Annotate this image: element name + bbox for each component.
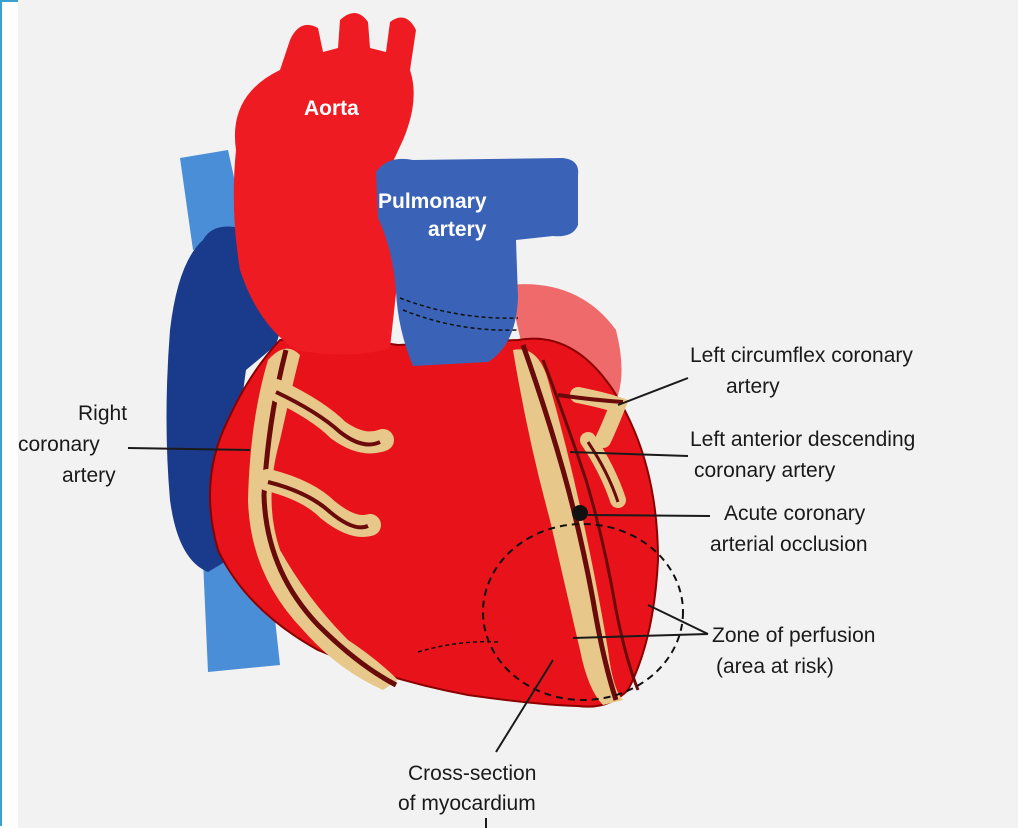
label-pulmonary-artery-line1: Pulmonary <box>378 190 487 213</box>
label-lad-line2: coronary artery <box>694 459 836 482</box>
label-perfusion-line2: (area at risk) <box>716 655 834 678</box>
label-rca-line2: coronary <box>18 433 100 456</box>
label-perfusion-line1: Zone of perfusion <box>712 624 875 647</box>
label-cross-section-line2: of myocardium <box>398 792 536 815</box>
label-lad-line1: Left anterior descending <box>690 428 915 451</box>
label-rca-line1: Right <box>78 402 127 425</box>
label-pulmonary-artery-line2: artery <box>428 218 487 241</box>
heart-diagram: Aorta Pulmonary artery Right coronary ar… <box>18 0 1018 828</box>
label-lcx-line1: Left circumflex coronary <box>690 344 913 367</box>
label-aorta: Aorta <box>304 97 359 120</box>
leader-lcx <box>618 378 688 405</box>
occlusion-mark <box>572 505 588 521</box>
label-occlusion-line1: Acute coronary <box>724 502 866 525</box>
label-rca-line3: artery <box>62 464 116 487</box>
label-cross-section-line1: Cross-section <box>408 762 536 785</box>
leader-occlusion <box>588 515 710 516</box>
leader-perfusion-2 <box>648 605 708 634</box>
label-occlusion-line2: arterial occlusion <box>710 533 868 556</box>
heart-diagram-canvas: Aorta Pulmonary artery Right coronary ar… <box>18 0 1018 828</box>
label-lcx-line2: artery <box>726 375 780 398</box>
